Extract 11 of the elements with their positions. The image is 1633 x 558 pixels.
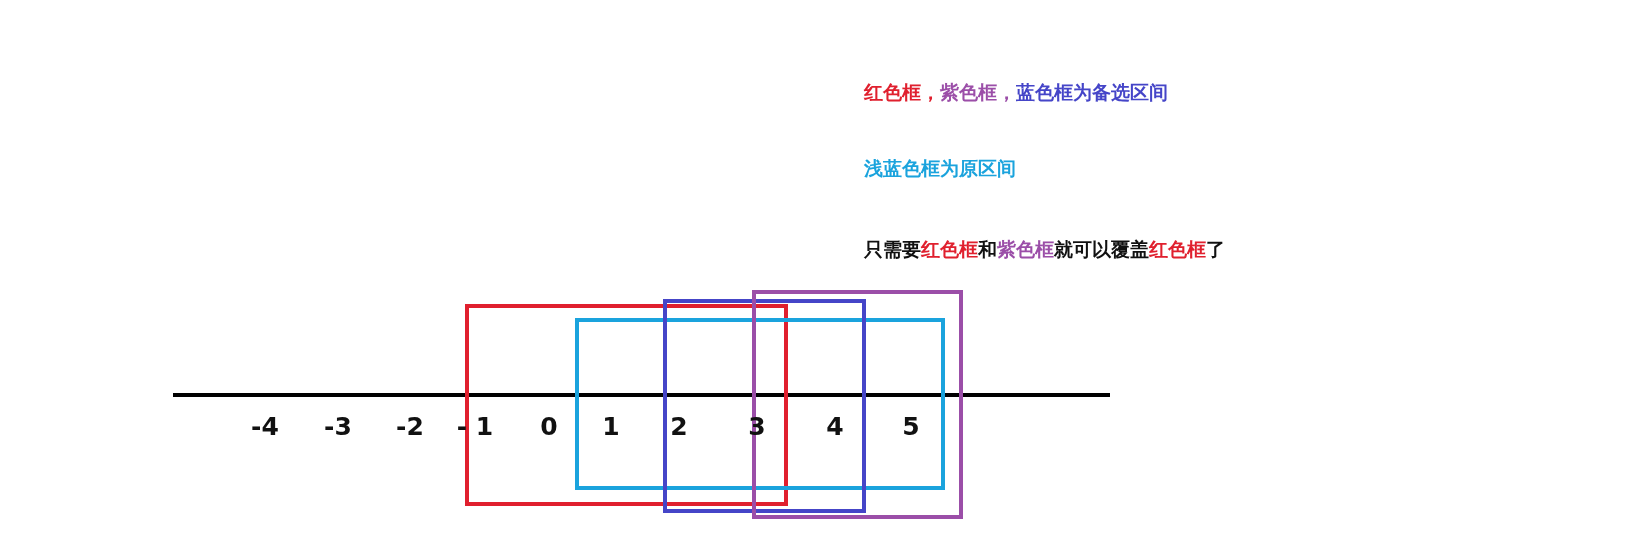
tick-label: -4 xyxy=(251,412,279,442)
tick-label: 0 xyxy=(540,412,558,442)
note-text: 浅蓝色框为原区间 xyxy=(864,156,1016,180)
note-text: 只需要红色框和紫色框就可以覆盖红色框了 xyxy=(864,237,1225,261)
tick-label: -2 xyxy=(396,412,424,442)
tick-label: -3 xyxy=(324,412,352,442)
tick-label: 1 xyxy=(602,412,620,442)
tick-label: 5 xyxy=(902,412,920,442)
tick-label: 2 xyxy=(670,412,688,442)
note-text: 红色框，紫色框，蓝色框为备选区间 xyxy=(864,80,1168,104)
tick-label: 4 xyxy=(826,412,844,442)
